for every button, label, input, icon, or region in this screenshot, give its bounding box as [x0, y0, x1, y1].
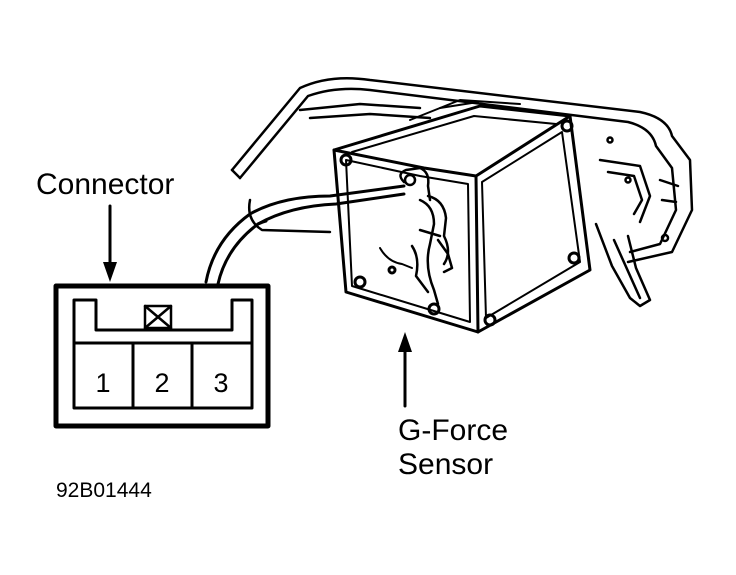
g-force-sensor-housing	[332, 99, 592, 334]
mounting-clip	[399, 166, 454, 306]
sensor-arrowhead	[398, 332, 412, 352]
connector-face	[53, 283, 271, 429]
pin-1-label: 1	[95, 368, 110, 398]
wire-harness	[204, 184, 406, 286]
connector-arrowhead	[103, 262, 117, 282]
pin-3-label: 3	[213, 368, 228, 398]
sensor-label-line1: G-Force	[398, 414, 509, 447]
figure-id: 92B01444	[56, 479, 152, 502]
sensor-label-line2: Sensor	[398, 448, 494, 481]
pin-2-label: 2	[154, 368, 169, 398]
mounting-bracket	[230, 76, 694, 308]
connector-label: Connector	[36, 168, 175, 201]
sensor-label: G-Force Sensor	[398, 414, 508, 482]
connector-latch-icon	[143, 304, 173, 330]
